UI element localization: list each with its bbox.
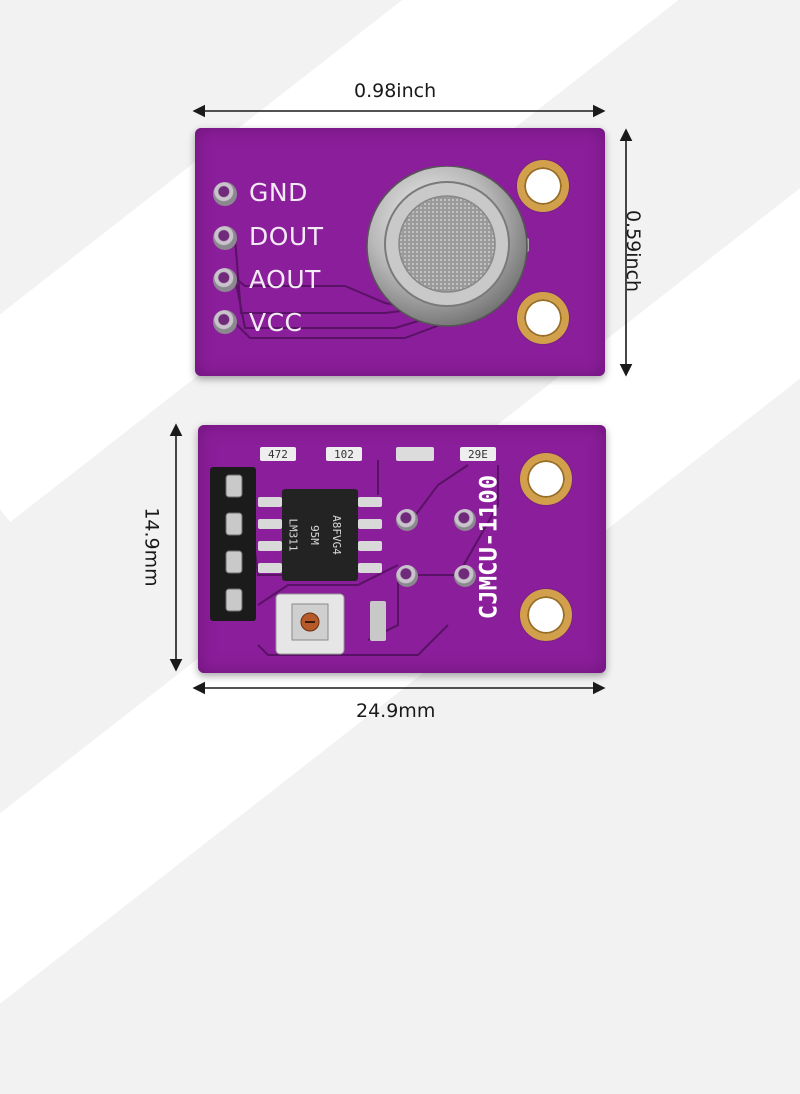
smd-capacitor bbox=[370, 601, 386, 641]
chip-marking-line3: A8FVG4 bbox=[329, 515, 343, 555]
aout-pin-pad bbox=[213, 268, 237, 292]
mounting-hole-top bbox=[520, 453, 572, 505]
pin-label-vcc: VCC bbox=[249, 308, 303, 337]
pin-label-gnd: GND bbox=[249, 178, 308, 207]
board-silkscreen: CJMCU-1100 bbox=[474, 474, 503, 620]
resistor-code-472: 472 bbox=[268, 448, 288, 461]
pin-label-aout: AOUT bbox=[249, 265, 321, 294]
chip-marking-line1: LM311 bbox=[286, 518, 300, 552]
lm311-chip bbox=[258, 489, 382, 581]
vcc-pin-pad bbox=[213, 310, 237, 334]
height-inch-label: 0.59inch bbox=[622, 209, 645, 293]
smd-resistor bbox=[260, 447, 296, 461]
chip-marking-line2: 95M bbox=[307, 525, 321, 545]
header-pins bbox=[210, 467, 256, 621]
mounting-hole-bottom bbox=[517, 292, 569, 344]
smd-led bbox=[396, 447, 434, 461]
width-mm-label: 24.9mm bbox=[356, 700, 436, 722]
resistor-code-102: 102 bbox=[334, 448, 354, 461]
resistor-code-29e: 29E bbox=[468, 448, 488, 461]
smd-resistor bbox=[326, 447, 362, 461]
gnd-pin-pad bbox=[213, 182, 237, 206]
via-pad bbox=[454, 565, 476, 587]
dout-pin-pad bbox=[213, 226, 237, 250]
width-inch-label: 0.98inch bbox=[354, 80, 437, 102]
via-pad bbox=[396, 509, 418, 531]
front-board: GND DOUT AOUT VCC bbox=[195, 128, 605, 376]
potentiometer bbox=[275, 593, 345, 655]
height-mm-label: 14.9mm bbox=[140, 507, 163, 587]
mounting-hole-bottom bbox=[520, 589, 572, 641]
via-pad bbox=[454, 509, 476, 531]
mounting-hole-top bbox=[517, 160, 569, 212]
via-pad bbox=[396, 565, 418, 587]
pin-label-dout: DOUT bbox=[249, 222, 324, 251]
back-board: 472 102 29E LM311 95M A8FVG4 CJMCU-1100 bbox=[198, 425, 606, 673]
smd-resistor bbox=[460, 447, 496, 461]
gas-sensor-can bbox=[366, 166, 529, 327]
